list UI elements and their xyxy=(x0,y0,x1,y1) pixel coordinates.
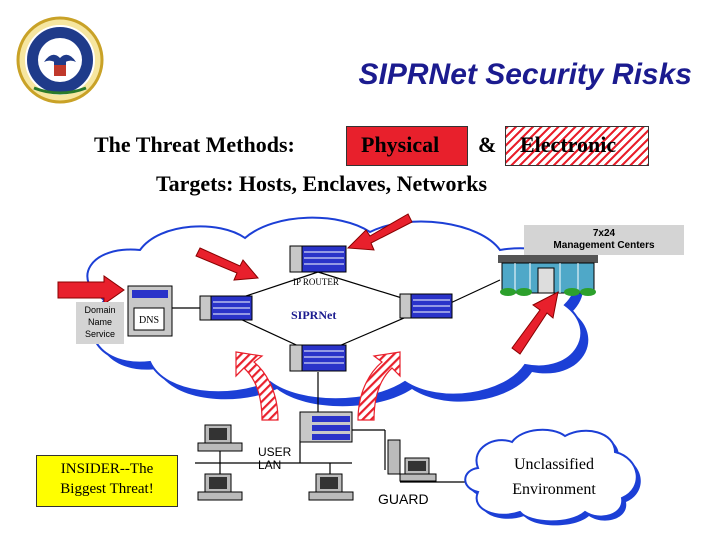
management-centers-line-2: Management Centers xyxy=(553,240,655,251)
ip-router-label: IP ROUTER xyxy=(293,277,339,287)
router-icon xyxy=(289,344,347,372)
red-arrow-icon xyxy=(346,213,413,251)
targets-label: Targets: Hosts, Enclaves, Networks xyxy=(156,171,487,196)
insider-callout-box xyxy=(36,455,178,507)
guard-label: GUARD xyxy=(378,491,429,507)
router-icon xyxy=(399,293,453,319)
insider-line-2: Biggest Threat! xyxy=(60,481,154,497)
dns-side-line-2: Name xyxy=(87,317,112,327)
workstation-icon xyxy=(197,424,243,452)
management-centers-line-1: 7x24 xyxy=(592,228,616,239)
physical-threat-box xyxy=(346,126,468,166)
domain-name-service-label-box xyxy=(76,302,124,344)
server-icon xyxy=(299,411,353,443)
user-lan-line-2: LAN xyxy=(258,458,282,472)
threat-methods-label: The Threat Methods: xyxy=(94,132,295,157)
physical-label: Physical xyxy=(361,132,440,157)
red-arrow-icon xyxy=(511,291,559,355)
siprnet-label: SIPRNet xyxy=(291,308,337,322)
dns-label: DNS xyxy=(139,315,160,326)
electronic-label: Electronic xyxy=(520,132,617,157)
workstation-icon xyxy=(308,473,354,501)
seal-icon xyxy=(16,16,104,104)
workstation-icon xyxy=(197,473,243,501)
hatched-arrow-icon xyxy=(357,351,401,421)
server-icon xyxy=(127,285,173,337)
ampersand-label: & xyxy=(478,132,497,157)
building-icon xyxy=(498,255,598,296)
workstation-icon xyxy=(387,439,437,482)
siprnet-cloud xyxy=(86,216,583,401)
dns-side-line-3: Service xyxy=(84,329,115,339)
electronic-threat-box xyxy=(505,126,649,166)
red-arrow-icon xyxy=(57,275,125,305)
insider-line-1: INSIDER--The xyxy=(60,461,154,477)
hatched-arrow-icon xyxy=(235,351,279,421)
management-centers-label-box xyxy=(524,225,684,255)
dns-side-line-1: Domain xyxy=(84,305,116,315)
red-arrow-icon xyxy=(195,247,259,281)
router-icon xyxy=(199,295,253,321)
unclassified-line-1: Unclassified xyxy=(514,456,594,473)
router-icon xyxy=(289,245,347,273)
unclassified-cloud xyxy=(464,428,638,523)
page-title: SIPRNet Security Risks xyxy=(358,58,692,91)
user-lan-line-1: USER xyxy=(258,445,292,459)
unclassified-line-2: Environment xyxy=(512,481,596,498)
